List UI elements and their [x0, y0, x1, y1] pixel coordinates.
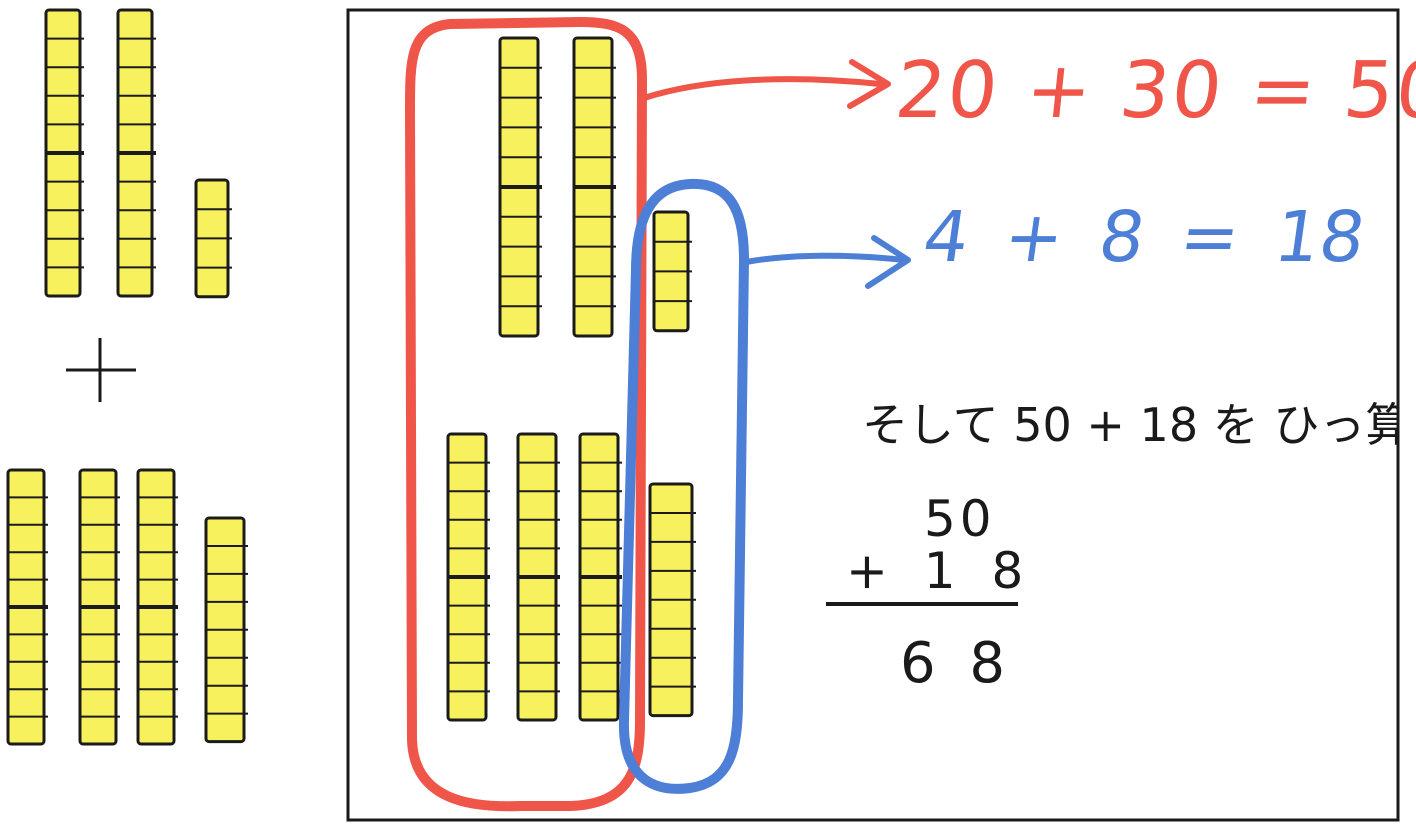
tens-rod: [572, 36, 616, 338]
tens-rod: [116, 8, 156, 298]
ones-strip: [648, 482, 696, 718]
tens-rod: [6, 468, 48, 746]
ones-strip: [204, 516, 248, 744]
panel-blocks: [446, 36, 696, 722]
red-arrow: [641, 76, 883, 101]
red-tens-loop: [405, 17, 647, 812]
tens-rod: [44, 8, 84, 298]
blue-ones-loop: [618, 178, 749, 794]
tens-rod: [578, 432, 622, 722]
left-top-blocks: [44, 8, 232, 299]
tens-rod: [446, 432, 490, 722]
tens-rod: [136, 468, 178, 746]
ones-strip: [652, 210, 692, 333]
tens-rod: [78, 468, 120, 746]
red-arrow-head: [847, 59, 891, 109]
blue-arrow-head: [865, 235, 911, 289]
tens-rod: [516, 432, 560, 722]
tens-rod: [498, 36, 542, 338]
panel-frame: [346, 8, 1400, 822]
left-bottom-blocks: [6, 468, 248, 746]
blue-arrow: [743, 252, 907, 265]
ones-strip: [194, 178, 232, 299]
